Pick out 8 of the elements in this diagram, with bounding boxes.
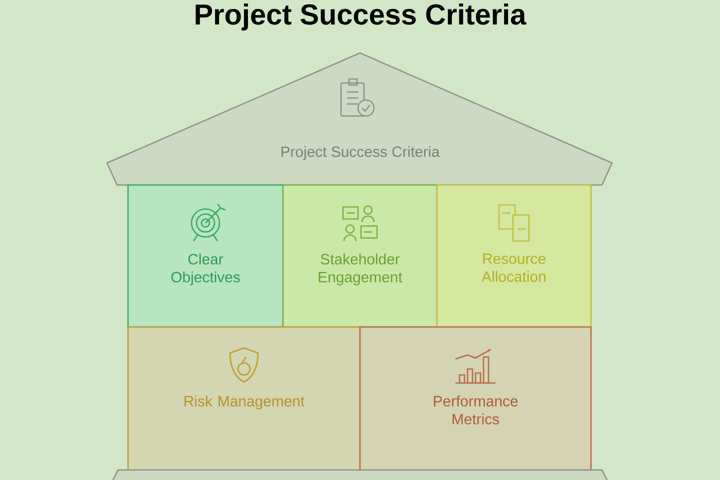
pillar-box: Risk Management	[127, 326, 361, 471]
title: Project Success Criteria	[196, 4, 526, 30]
pillar-box: Performance Metrics	[359, 326, 592, 471]
pillar-box: Clear Objectives	[127, 184, 284, 328]
pillar-box: Stakeholder Engagement	[282, 184, 438, 328]
roof: Project Success Criteria	[106, 52, 613, 186]
base-block	[112, 469, 608, 480]
pillar-box: Resource Allocation	[436, 184, 592, 328]
